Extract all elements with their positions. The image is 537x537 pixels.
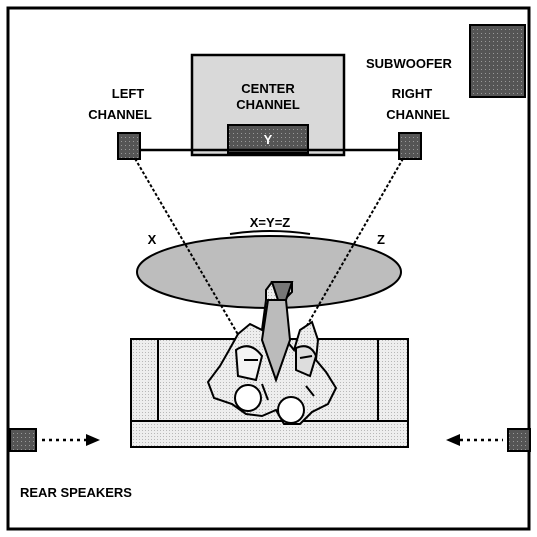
center-speaker-label: Y xyxy=(264,132,273,147)
subwoofer xyxy=(469,24,526,98)
equal-distance-label: X=Y=Z xyxy=(250,215,291,230)
rear-speakers-label: REAR SPEAKERS xyxy=(20,485,132,500)
center-label-line1: CENTER xyxy=(241,81,295,96)
distance-x-label: X xyxy=(148,232,157,247)
rear-left-speaker xyxy=(9,428,37,452)
left-distance-line xyxy=(129,149,251,356)
listeners xyxy=(206,281,338,425)
rear-right-speaker xyxy=(507,428,531,452)
right-speaker xyxy=(398,132,422,160)
distance-z-label: Z xyxy=(377,232,385,247)
zone-arc xyxy=(229,230,311,235)
left-speaker xyxy=(117,132,141,160)
center-label-line2: CHANNEL xyxy=(236,97,300,112)
sofa-base xyxy=(130,420,409,448)
center-speaker xyxy=(227,124,309,154)
rear-left-arrowhead xyxy=(86,434,100,446)
rear-right-arrowhead xyxy=(446,434,460,446)
right-distance-line xyxy=(289,149,409,356)
right-channel-label-line2: CHANNEL xyxy=(386,107,450,122)
left-channel-label-line1: LEFT xyxy=(112,86,145,101)
right-channel-label-line1: RIGHT xyxy=(392,86,433,101)
left-channel-label-line2: CHANNEL xyxy=(88,107,152,122)
subwoofer-label: SUBWOOFER xyxy=(366,56,453,71)
